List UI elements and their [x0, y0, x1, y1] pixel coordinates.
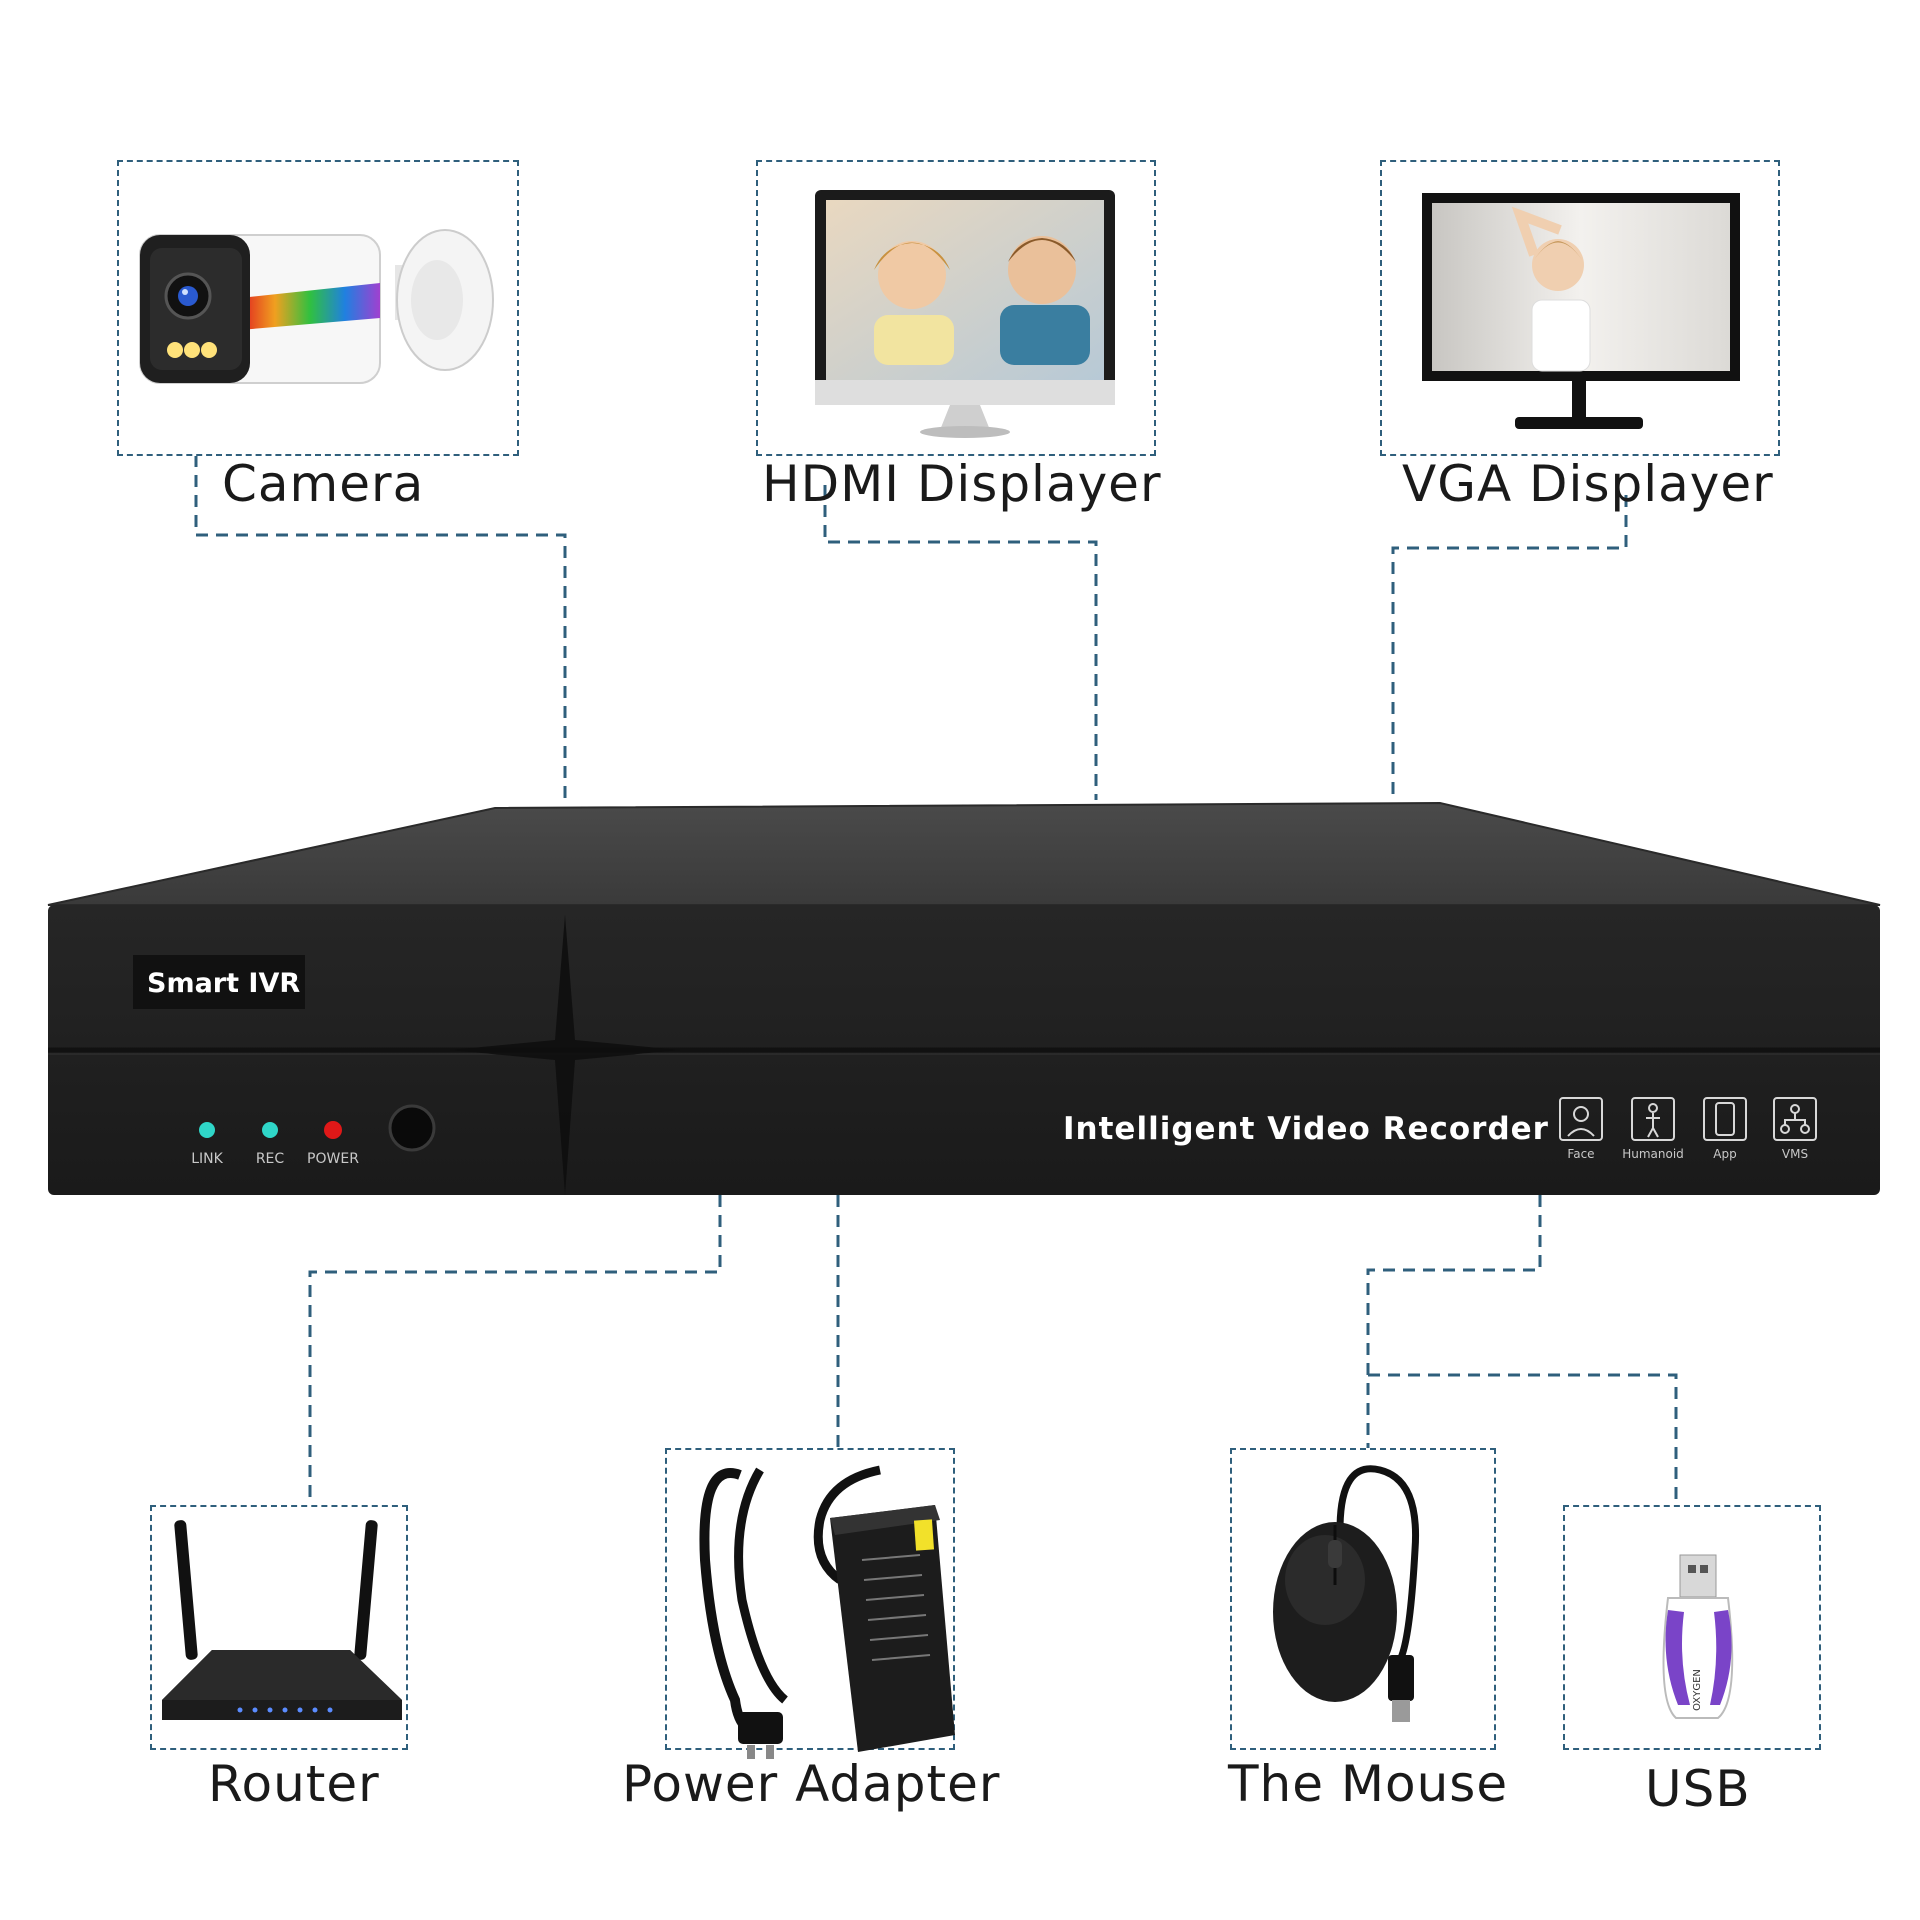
hdmi-box: [756, 160, 1156, 456]
network-icon: [1773, 1097, 1817, 1141]
power-indicator: [324, 1121, 342, 1139]
mouse-box: [1230, 1448, 1496, 1750]
nvr-feature-icons: [1559, 1097, 1817, 1141]
router-label: Router: [208, 1755, 380, 1813]
camera-label: Camera: [222, 455, 425, 513]
vga-connector: [1391, 495, 1628, 800]
app-label: App: [1713, 1147, 1736, 1161]
nvr-brand: Smart IVR: [147, 968, 300, 999]
nvr-indicators: LINK REC POWER: [191, 1121, 359, 1167]
vga-box: [1380, 160, 1780, 456]
usb-box: [1563, 1505, 1821, 1750]
nvr-title: Intelligent Video Recorder: [1063, 1111, 1549, 1147]
usb-label: USB: [1645, 1760, 1751, 1818]
router-box: [150, 1505, 408, 1750]
ir-sensor: [388, 1104, 436, 1152]
power-label: POWER: [307, 1151, 359, 1167]
phone-icon: [1703, 1097, 1747, 1141]
rec-label: REC: [256, 1151, 285, 1167]
connector-lines: [194, 455, 1678, 1505]
vga-label: VGA Displayer: [1402, 455, 1774, 513]
camera-box: [117, 160, 519, 456]
humanoid-icon: [1631, 1097, 1675, 1141]
vms-label: VMS: [1782, 1147, 1808, 1161]
router-connector: [308, 1195, 722, 1505]
nvr-top-panel: [48, 803, 1880, 905]
rec-indicator: [262, 1122, 278, 1138]
nvr-device: Smart IVR LINK REC POWER Intelligent Vid…: [47, 801, 1881, 1195]
mouse-label: The Mouse: [1228, 1755, 1509, 1813]
face-label: Face: [1567, 1147, 1594, 1161]
hdmi-label: HDMI Displayer: [762, 455, 1162, 513]
nvr-sparkle: [450, 915, 680, 1195]
hdmi-connector: [823, 485, 1098, 800]
power-label: Power Adapter: [622, 1755, 1001, 1813]
face-icon: [1559, 1097, 1603, 1141]
link-indicator: [199, 1122, 215, 1138]
power-box: [665, 1448, 955, 1750]
link-label: LINK: [191, 1151, 223, 1167]
usb-connector: [1368, 1373, 1678, 1502]
mouse-connector: [1366, 1195, 1542, 1448]
humanoid-label: Humanoid: [1622, 1147, 1684, 1161]
camera-connector: [194, 455, 567, 805]
